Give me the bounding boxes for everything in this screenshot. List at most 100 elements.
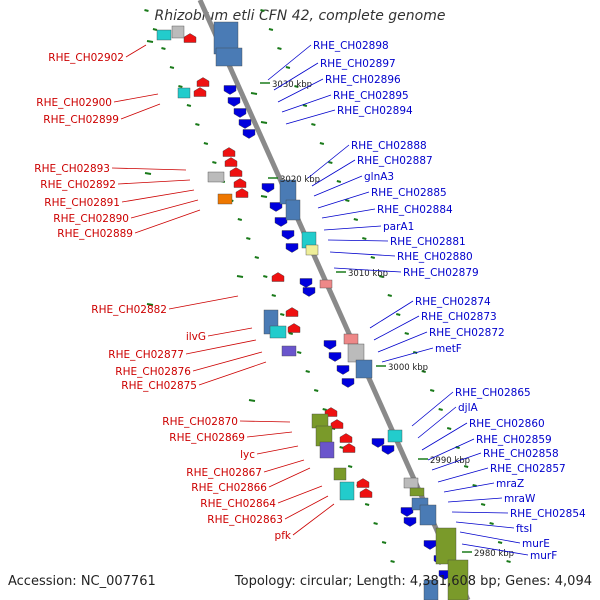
right-gene-label: RHE_CH02854 [510, 508, 586, 520]
cds-block [343, 333, 359, 345]
cds-block [305, 244, 319, 256]
right-gene-label: RHE_CH02857 [490, 463, 566, 475]
genome-stats-text: Topology: circular; Length: 4,381,608 bp… [234, 574, 592, 589]
accession-text: Accession: NC_007761 [8, 574, 156, 589]
scale-tick [362, 237, 367, 240]
scale-tick [203, 142, 209, 145]
scale-tick-major [260, 195, 268, 198]
scale-tick [497, 541, 503, 544]
right-label-leader [377, 331, 428, 353]
scale-tick [480, 503, 486, 506]
reverse-gene-arrow [183, 33, 197, 43]
reverse-gene-arrow [285, 307, 299, 317]
scale-tick [237, 218, 243, 221]
scale-tick [271, 294, 277, 297]
right-gene-label: parA1 [383, 221, 414, 233]
right-label-leader [443, 482, 495, 493]
scale-tick [285, 66, 291, 69]
scale-tick [421, 370, 426, 373]
right-label-leader [431, 452, 482, 471]
scale-tick [328, 161, 333, 164]
forward-gene-arrow [341, 378, 355, 388]
left-gene-label: RHE_CH02900 [36, 97, 112, 109]
scale-tick [347, 465, 353, 468]
cds-block [423, 579, 439, 600]
scale-tick [379, 275, 384, 278]
reverse-gene-arrow [339, 433, 353, 443]
left-gene-label: lyc [240, 449, 255, 461]
scale-tick [161, 47, 166, 50]
cds-block [447, 559, 469, 600]
kbp-label: 2980 kbp [474, 549, 514, 559]
right-gene-label: murF [530, 550, 557, 562]
scale-tick [169, 66, 175, 69]
right-label-leader [285, 109, 336, 125]
cds-block [339, 481, 355, 501]
left-label-leader [198, 361, 267, 386]
right-gene-label: mraZ [496, 478, 524, 490]
right-gene-label: ftsI [516, 523, 532, 535]
scale-tick [463, 465, 469, 468]
right-gene-label: RHE_CH02859 [476, 434, 552, 446]
scale-tick [305, 370, 310, 373]
cds-block [177, 87, 191, 99]
forward-gene-arrow [302, 287, 316, 297]
right-gene-label: RHE_CH02873 [421, 311, 497, 323]
scale-tick-major [144, 172, 152, 175]
gene-features [156, 21, 469, 600]
scale-tick-major [248, 399, 256, 402]
left-label-leader [192, 351, 263, 372]
reverse-gene-arrow [224, 157, 238, 167]
kbp-label: 3020 kbp [280, 175, 320, 185]
left-label-leader [111, 167, 187, 171]
right-label-leader [311, 159, 356, 187]
cds-block [355, 359, 373, 379]
cds-block [387, 429, 403, 443]
scale-tick [268, 28, 274, 31]
forward-gene-arrow [371, 438, 385, 448]
forward-gene-arrow [400, 507, 414, 517]
left-gene-label: RHE_CH02876 [115, 366, 191, 378]
right-gene-labels: RHE_CH02898RHE_CH02897RHE_CH02896RHE_CH0… [267, 40, 586, 562]
right-gene-label: RHE_CH02860 [469, 418, 545, 430]
left-label-leader [121, 189, 195, 203]
right-label-leader [273, 62, 319, 91]
cds-block [419, 504, 437, 526]
scale-tick [322, 408, 327, 411]
left-gene-label: ilvG [186, 331, 206, 343]
scale-tick [313, 389, 319, 392]
left-gene-labels: RHE_CH02902RHE_CH02900RHE_CH02899RHE_CH0… [34, 44, 335, 542]
scale-tick [353, 218, 359, 221]
cds-block [156, 29, 172, 41]
left-gene-label: RHE_CH02890 [53, 213, 129, 225]
left-gene-label: RHE_CH02870 [162, 416, 238, 428]
reverse-gene-arrow [271, 272, 285, 282]
right-label-leader [267, 44, 312, 81]
reverse-gene-arrow [359, 488, 373, 498]
scale-tick-major [250, 92, 258, 95]
right-gene-label: RHE_CH02887 [357, 155, 433, 167]
scale-tick-major [146, 40, 154, 43]
scale-tick [294, 85, 299, 88]
left-label-leader [117, 179, 191, 185]
right-label-leader [421, 422, 468, 451]
scale-tick [144, 9, 149, 12]
left-gene-label: RHE_CH02863 [207, 514, 283, 526]
right-gene-label: RHE_CH02880 [397, 251, 473, 263]
right-label-leader [427, 438, 475, 461]
forward-gene-arrow [423, 540, 437, 550]
left-gene-label: RHE_CH02889 [57, 228, 133, 240]
right-label-leader [461, 543, 529, 556]
reverse-gene-arrow [235, 188, 249, 198]
left-gene-label: RHE_CH02867 [186, 467, 262, 479]
right-gene-label: RHE_CH02865 [455, 387, 531, 399]
right-gene-label: RHE_CH02888 [351, 140, 427, 152]
reverse-gene-arrow [356, 478, 370, 488]
reverse-gene-arrow [287, 323, 301, 333]
forward-gene-arrow [336, 365, 350, 375]
left-label-leader [120, 103, 161, 120]
right-gene-label: glnA3 [364, 171, 394, 183]
cds-block [217, 193, 233, 205]
right-gene-label: RHE_CH02881 [390, 236, 466, 248]
